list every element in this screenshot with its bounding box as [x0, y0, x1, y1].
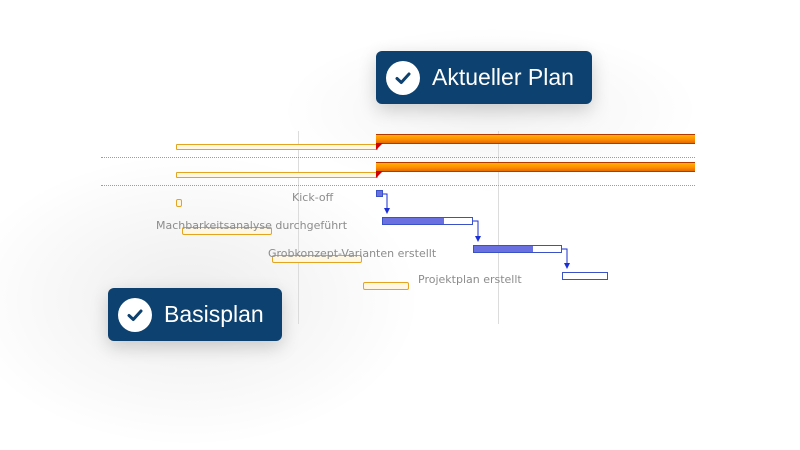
summary-baseline-bar[interactable] [176, 144, 378, 150]
baseline-label: Basisplan [164, 301, 264, 327]
baseline-bar[interactable] [272, 255, 362, 263]
row-separator [101, 157, 695, 158]
summary-baseline-bar[interactable] [176, 172, 378, 178]
timeline-grid-line [498, 131, 499, 324]
task-bar-machbarkeitsanalyse[interactable] [382, 217, 473, 225]
task-bar-projektplan[interactable] [562, 272, 608, 280]
timeline-grid-line [298, 131, 299, 324]
dependency-arrow [473, 220, 481, 242]
row-separator [101, 185, 695, 186]
deadline-marker-icon [376, 143, 383, 150]
dependency-arrow [383, 193, 390, 214]
kick-off-milestone[interactable] [376, 190, 383, 197]
task-label-projektplan: Projektplan erstellt [418, 273, 522, 286]
task-progress-fill [474, 246, 534, 252]
baseline-bar[interactable] [182, 227, 272, 235]
current-plan-badge[interactable]: Aktueller Plan [376, 51, 592, 104]
baseline-milestone[interactable] [176, 199, 182, 207]
task-progress-fill [383, 218, 444, 224]
summary-task-bar[interactable] [376, 134, 695, 150]
task-label-grobkonzept: Grobkonzept-Varianten erstellt [268, 247, 437, 260]
task-bar-grobkonzept[interactable] [473, 245, 562, 253]
summary-task-bar[interactable] [376, 162, 695, 178]
baseline-badge[interactable]: Basisplan [108, 288, 282, 341]
task-label-kick-off: Kick-off [292, 191, 334, 204]
dependency-arrow [562, 248, 570, 269]
check-circle-icon [386, 60, 420, 95]
deadline-marker-icon [376, 171, 383, 178]
check-circle-icon [118, 297, 152, 332]
current-plan-label: Aktueller Plan [432, 64, 574, 90]
baseline-bar[interactable] [363, 282, 409, 290]
task-label-machbarkeitsanalyse: Machbarkeitsanalyse durchgeführt [156, 219, 348, 232]
